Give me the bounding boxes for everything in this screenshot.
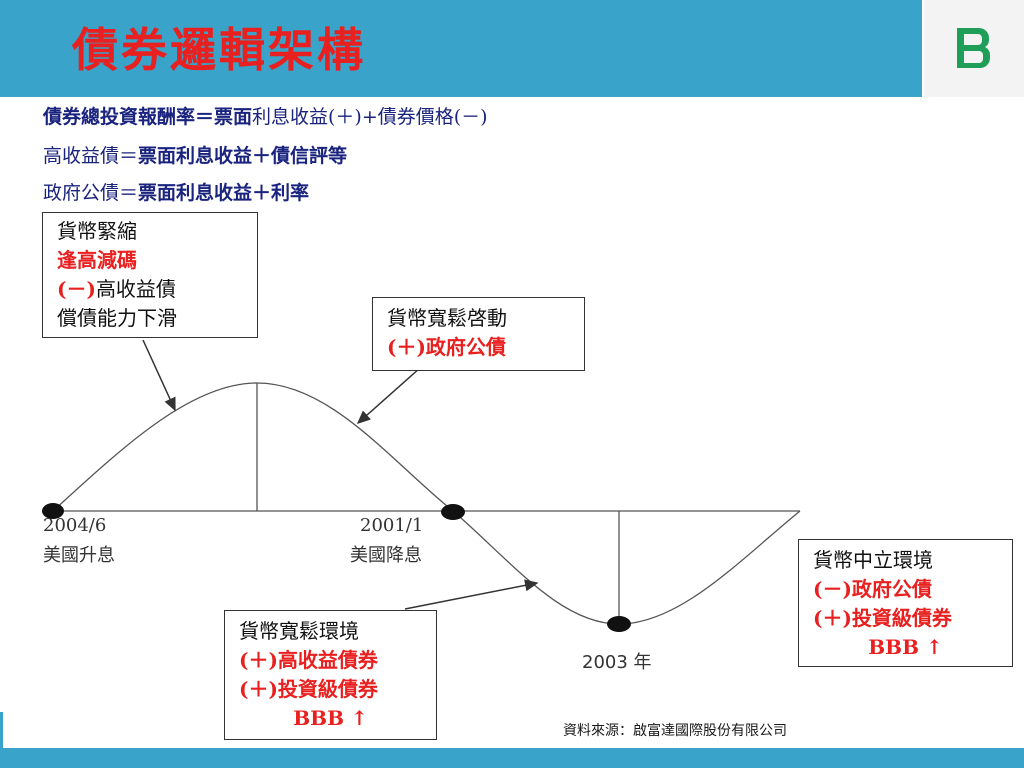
box-line: (＋)高收益債券 [239,648,378,672]
box-line: 逢高減碼 [57,248,137,272]
source-note: 資料來源：啟富達國際股份有限公司 [563,723,787,739]
formula-normal: 政府公債＝ [43,182,139,204]
label-2001-date: 2001/1 [360,515,424,536]
page-title: 債券邏輯架構 [72,23,366,77]
arrow-easing-env [404,579,539,610]
footer-bar [0,748,1024,768]
formula-bold: 票面利息收益＋利率 [138,182,310,204]
point-2004 [42,503,64,519]
formula-bold: 債券總投資報酬率＝票面 [43,106,253,128]
formula-government: 政府公債＝票面利息收益＋利率 [43,180,309,206]
minus-sign: (－) [57,277,96,301]
label-2003-date: 2003 年 [582,652,652,673]
formula-bold: 票面利息收益＋債信評等 [138,145,348,167]
box-easing-env: 貨幣寬鬆環境 (＋)高收益債券 (＋)投資級債券 BBB ↑ [224,610,437,740]
point-2003 [607,616,631,632]
formula-high-yield: 高收益債＝票面利息收益＋債信評等 [43,143,347,169]
logo-panel [924,0,1024,97]
box-line: 償債能力下滑 [57,306,177,330]
box-tightening: 貨幣緊縮 逢高減碼 (－)高收益債 償債能力下滑 [42,212,258,338]
box-title: 貨幣寬鬆啓動 [387,306,507,330]
box-line-bbb: BBB ↑ [868,635,943,659]
point-2001 [441,504,465,520]
box-line: (－)高收益債 [57,275,243,304]
box-title: 貨幣中立環境 [813,548,933,572]
left-accent [0,712,3,748]
box-line: (＋)政府公債 [387,335,506,359]
formula-total-return: 債券總投資報酬率＝票面利息收益(＋)+債券價格(－) [43,104,488,130]
box-neutral-env: 貨幣中立環境 (－)政府公債 (＋)投資級債券 BBB ↑ [798,539,1013,667]
box-title: 貨幣寬鬆環境 [239,619,359,643]
box-line: (－)政府公債 [813,577,932,601]
label-2004-date: 2004/6 [43,515,107,536]
box-title: 貨幣緊縮 [57,219,137,243]
box-line-text: 高收益債 [95,277,176,301]
header-bar [0,0,922,97]
box-line: (＋)投資級債券 [239,677,378,701]
label-2001-event: 美國降息 [350,545,422,566]
cycle-curve [52,382,801,625]
box-line: (＋)投資級債券 [813,606,952,630]
arrow-easing-start [356,367,421,424]
formula-normal: 利息收益(＋)+債券價格(－) [252,106,488,128]
label-2004-event: 美國升息 [43,545,115,566]
box-line-bbb: BBB ↑ [293,706,368,730]
fubon-logo-icon [957,28,990,68]
formula-normal: 高收益債＝ [43,145,139,167]
arrow-tightening [142,339,176,412]
box-easing-start: 貨幣寬鬆啓動 (＋)政府公債 [372,297,585,371]
